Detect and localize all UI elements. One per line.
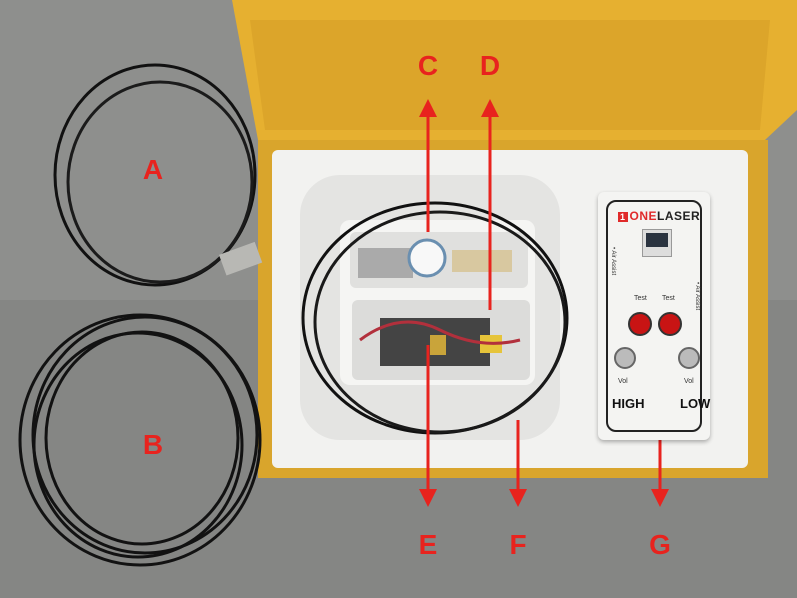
label-e: E [418,529,438,560]
test-label-left: Test [634,295,647,302]
label-b: B [142,429,164,460]
pressure-gauge [407,238,447,278]
high-label: HIGH [612,396,645,411]
test-button-high[interactable] [628,312,652,336]
label-g: G [649,529,671,560]
volume-knob-low[interactable] [678,347,700,369]
low-label: LOW [680,396,711,411]
label-d: D [479,50,501,81]
vol-label-left: Vol [618,378,628,385]
pressure-display [642,229,672,257]
label-a: A [142,154,164,185]
test-button-low[interactable] [658,312,682,336]
test-label-right: Test [662,295,675,302]
cable-b [18,313,262,567]
volume-knob-high[interactable] [614,347,636,369]
cable-a [53,63,263,287]
label-c: C [417,50,439,81]
air-assist-label-left: • Air Assist [610,247,616,276]
air-assist-label-right: • Air Assist [694,282,700,311]
vol-label-right: Vol [684,378,694,385]
label-f: F [509,529,527,560]
